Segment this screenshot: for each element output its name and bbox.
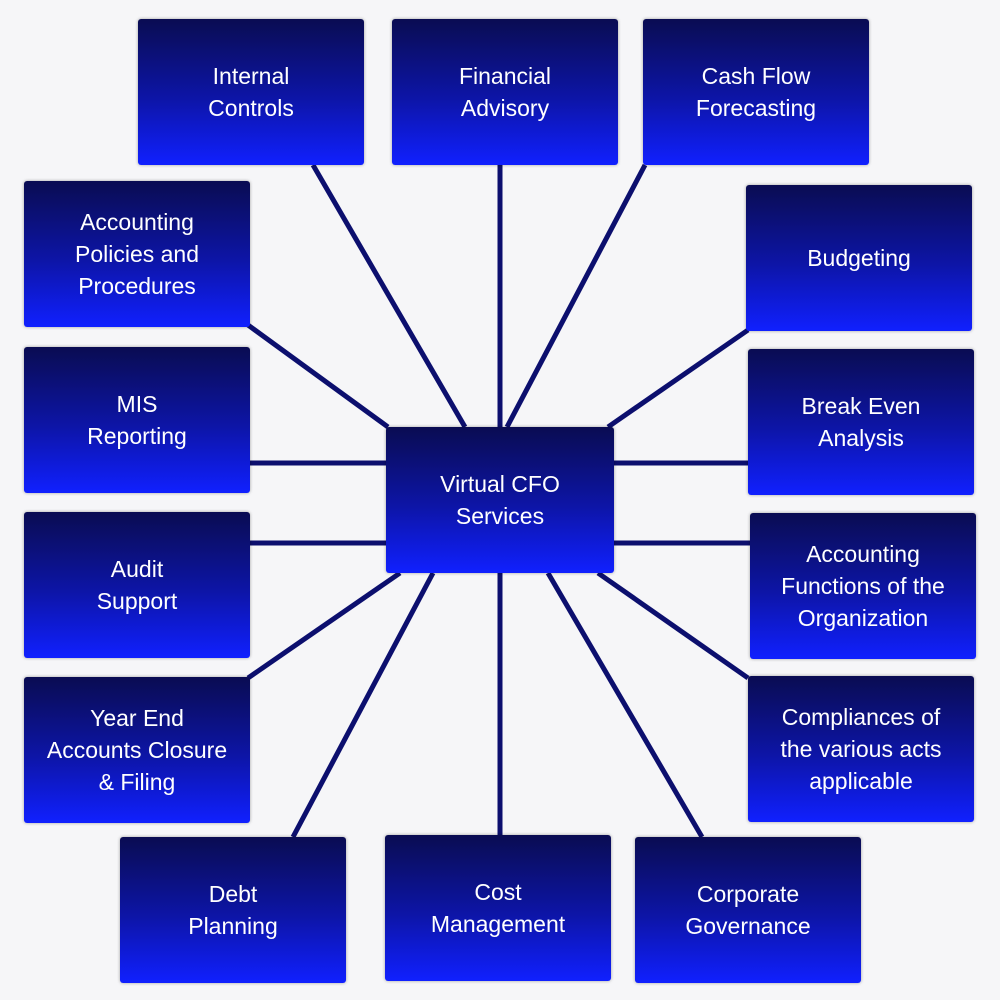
- node-compliances-of-the-various-acts-applicable: Compliances of the various acts applicab…: [748, 676, 974, 822]
- node-accounting-policies-and-procedures: Accounting Policies and Procedures: [24, 181, 250, 327]
- node-label-line: the various acts: [780, 736, 942, 762]
- node-label-line: Analysis: [818, 425, 904, 451]
- node-label-line: Functions of the: [781, 573, 945, 599]
- node-label-line: Support: [96, 588, 178, 614]
- node-label-line: Internal: [212, 63, 290, 89]
- node-label-line: Governance: [685, 913, 811, 939]
- node-budgeting: Budgeting: [746, 185, 972, 331]
- node-label-line: Controls: [208, 95, 294, 121]
- connector-internal-controls: [310, 163, 468, 429]
- node-label-line: Audit: [110, 556, 164, 582]
- node-label-line: Management: [430, 911, 566, 937]
- node-label-line: MIS: [116, 391, 158, 417]
- node-label-line: Corporate: [696, 881, 800, 907]
- node-corporate-governance: Corporate Governance: [635, 837, 861, 983]
- node-label-line: Break Even: [801, 393, 921, 419]
- node-financial-advisory: Financial Advisory: [392, 19, 618, 165]
- connector-corporate-governance: [545, 571, 705, 839]
- node-label-line: Accounting: [80, 209, 194, 235]
- node-label-line: Compliances of: [781, 704, 941, 730]
- node-label-line: Organization: [797, 605, 929, 631]
- node-debt-planning: Debt Planning: [120, 837, 346, 983]
- node-label-line: Procedures: [78, 273, 196, 299]
- connector-cash-flow-forecasting: [504, 163, 648, 429]
- node-mis-reporting: MIS Reporting: [24, 347, 250, 493]
- node-label-line: Accounting: [806, 541, 920, 567]
- node-accounting-functions-of-the-organization: Accounting Functions of the Organization: [750, 513, 976, 659]
- node-label-line: Year End: [90, 705, 184, 731]
- center-node-line: Virtual CFO: [440, 471, 560, 497]
- center-node-line: Services: [455, 503, 545, 529]
- connector-debt-planning: [290, 571, 436, 839]
- node-label-line: Forecasting: [695, 95, 817, 121]
- connector-accounting-policies: [246, 322, 390, 430]
- connector-year-end: [246, 570, 402, 681]
- node-label-line: applicable: [809, 768, 913, 794]
- node-label-line: & Filing: [98, 769, 176, 795]
- node-label-line: Advisory: [460, 95, 550, 121]
- node-cost-management: Cost Management: [385, 835, 611, 981]
- node-label-line: Accounts Closure: [46, 737, 228, 763]
- node-label-line: Planning: [188, 913, 278, 939]
- node-label-line: Debt: [208, 881, 258, 907]
- node-label-line: Budgeting: [807, 245, 911, 271]
- node-label-line: Financial: [458, 63, 552, 89]
- connector-budgeting: [606, 327, 750, 430]
- node-label-line: Policies and: [74, 241, 200, 267]
- connector-compliances: [596, 570, 750, 681]
- node-cash-flow-forecasting: Cash Flow Forecasting: [643, 19, 869, 165]
- node-audit-support: Audit Support: [24, 512, 250, 658]
- node-label-line: Cost: [474, 879, 522, 905]
- node-year-end-accounts-closure-and-filing: Year End Accounts Closure & Filing: [24, 677, 250, 823]
- node-break-even-analysis: Break Even Analysis: [748, 349, 974, 495]
- center-node-virtual-cfo-services: Virtual CFO Services: [386, 427, 614, 573]
- node-label-line: Cash Flow: [701, 63, 811, 89]
- node-label-line: Reporting: [87, 423, 187, 449]
- node-internal-controls: Internal Controls: [138, 19, 364, 165]
